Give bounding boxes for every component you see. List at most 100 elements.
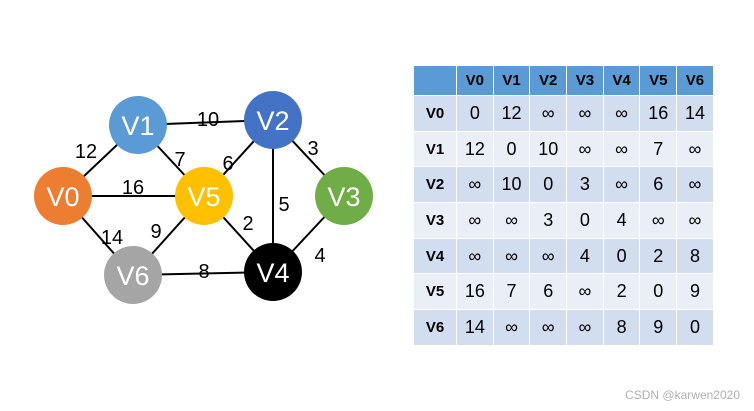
- matrix-cell: ∞: [492, 309, 531, 346]
- node-label: V1: [121, 111, 154, 141]
- matrix-cell: 12: [492, 95, 531, 132]
- matrix-row-header: V3: [413, 202, 457, 239]
- matrix-cell: ∞: [492, 202, 531, 239]
- matrix-cell: ∞: [602, 95, 641, 132]
- node-v6: V6: [104, 246, 162, 304]
- matrix-row-header: V4: [413, 237, 457, 275]
- matrix-cell: 7: [639, 130, 678, 168]
- edge-weight-label: 7: [174, 149, 185, 171]
- node-circle: [315, 167, 373, 225]
- node-v0: V0: [34, 167, 92, 225]
- matrix-column-header: V5: [639, 65, 678, 96]
- edge-weight-label: 14: [101, 227, 123, 249]
- watermark-text: CSDN @karwen2020: [625, 388, 740, 402]
- node-v2: V2: [244, 91, 302, 149]
- edge-weight-label: 16: [122, 177, 144, 199]
- matrix-cell: 8: [676, 237, 714, 275]
- node-v1: V1: [109, 96, 167, 154]
- matrix-cell: 3: [529, 202, 568, 239]
- node-v3: V3: [315, 167, 373, 225]
- matrix-cell: ∞: [676, 202, 714, 239]
- edge-weight-label: 6: [222, 153, 233, 175]
- matrix-cell: ∞: [676, 166, 714, 204]
- edge-weight-label: 8: [198, 261, 209, 283]
- matrix-column-header: V2: [529, 65, 568, 96]
- node-circle: [175, 167, 233, 225]
- node-circle: [104, 246, 162, 304]
- matrix-cell: 16: [456, 273, 494, 311]
- matrix-cell: 10: [529, 130, 568, 168]
- node-circle: [109, 96, 167, 154]
- matrix-cell: ∞: [566, 273, 604, 311]
- node-label: V5: [187, 182, 220, 212]
- matrix-cell: 0: [676, 309, 714, 346]
- matrix-cell: 0: [602, 237, 641, 275]
- matrix-cell: 12: [456, 130, 494, 168]
- matrix-cell: 10: [492, 166, 531, 204]
- matrix-cell: 9: [639, 309, 678, 346]
- matrix-cell: ∞: [676, 130, 714, 168]
- edge-weight-label: 5: [278, 194, 289, 216]
- matrix-cell: 4: [566, 237, 604, 275]
- matrix-cell: 2: [639, 237, 678, 275]
- edge-weight-label: 3: [307, 138, 318, 160]
- edge-weight-label: 12: [75, 141, 97, 163]
- matrix-cell: ∞: [566, 95, 604, 132]
- matrix-cell: 14: [456, 309, 494, 346]
- matrix-cell: ∞: [602, 130, 641, 168]
- matrix-cell: 6: [529, 273, 568, 311]
- matrix-cell: 0: [639, 273, 678, 311]
- matrix-cell: 0: [529, 166, 568, 204]
- node-label: V2: [256, 106, 289, 136]
- edge-weight-label: 2: [242, 213, 253, 235]
- matrix-cell: 9: [676, 273, 714, 311]
- edge-weight-label: 4: [314, 245, 325, 267]
- matrix-cell: 7: [492, 273, 531, 311]
- matrix-cell: ∞: [456, 202, 494, 239]
- matrix-cell: ∞: [566, 130, 604, 168]
- matrix-row-header: V2: [413, 166, 457, 204]
- matrix-cell: 4: [602, 202, 641, 239]
- matrix-cell: ∞: [456, 166, 494, 204]
- matrix-column-header: V3: [566, 65, 604, 96]
- matrix-cell: ∞: [529, 237, 568, 275]
- matrix-column-header: V4: [602, 65, 641, 96]
- matrix-cell: 3: [566, 166, 604, 204]
- matrix-cell: ∞: [566, 309, 604, 346]
- node-label: V4: [256, 258, 289, 288]
- matrix-cell: ∞: [529, 95, 568, 132]
- node-v5: V5: [175, 167, 233, 225]
- matrix-cell: 0: [566, 202, 604, 239]
- node-circle: [34, 167, 92, 225]
- matrix-cell: 8: [602, 309, 641, 346]
- matrix-column-header: V6: [676, 65, 714, 96]
- matrix-header-row: V0 V1 V2 V3 V4 V5 V6: [413, 65, 714, 96]
- node-label: V0: [46, 182, 79, 212]
- matrix-cell: 0: [456, 95, 494, 132]
- matrix-cell: ∞: [602, 166, 641, 204]
- matrix-cell: ∞: [529, 309, 568, 346]
- matrix-cell: 14: [676, 95, 714, 132]
- node-label: V6: [116, 261, 149, 291]
- edge-weight-label: 10: [197, 109, 219, 131]
- node-circle: [244, 243, 302, 301]
- matrix-cell: ∞: [456, 237, 494, 275]
- node-label: V3: [327, 182, 360, 212]
- matrix-cell: 2: [602, 273, 641, 311]
- matrix-cell: ∞: [639, 202, 678, 239]
- matrix-row-header: V5: [413, 273, 457, 311]
- matrix-row-header: V6: [413, 309, 457, 346]
- matrix-corner-cell: [413, 65, 457, 96]
- matrix-row-header: V1: [413, 130, 457, 168]
- matrix-column-header: V1: [492, 65, 531, 96]
